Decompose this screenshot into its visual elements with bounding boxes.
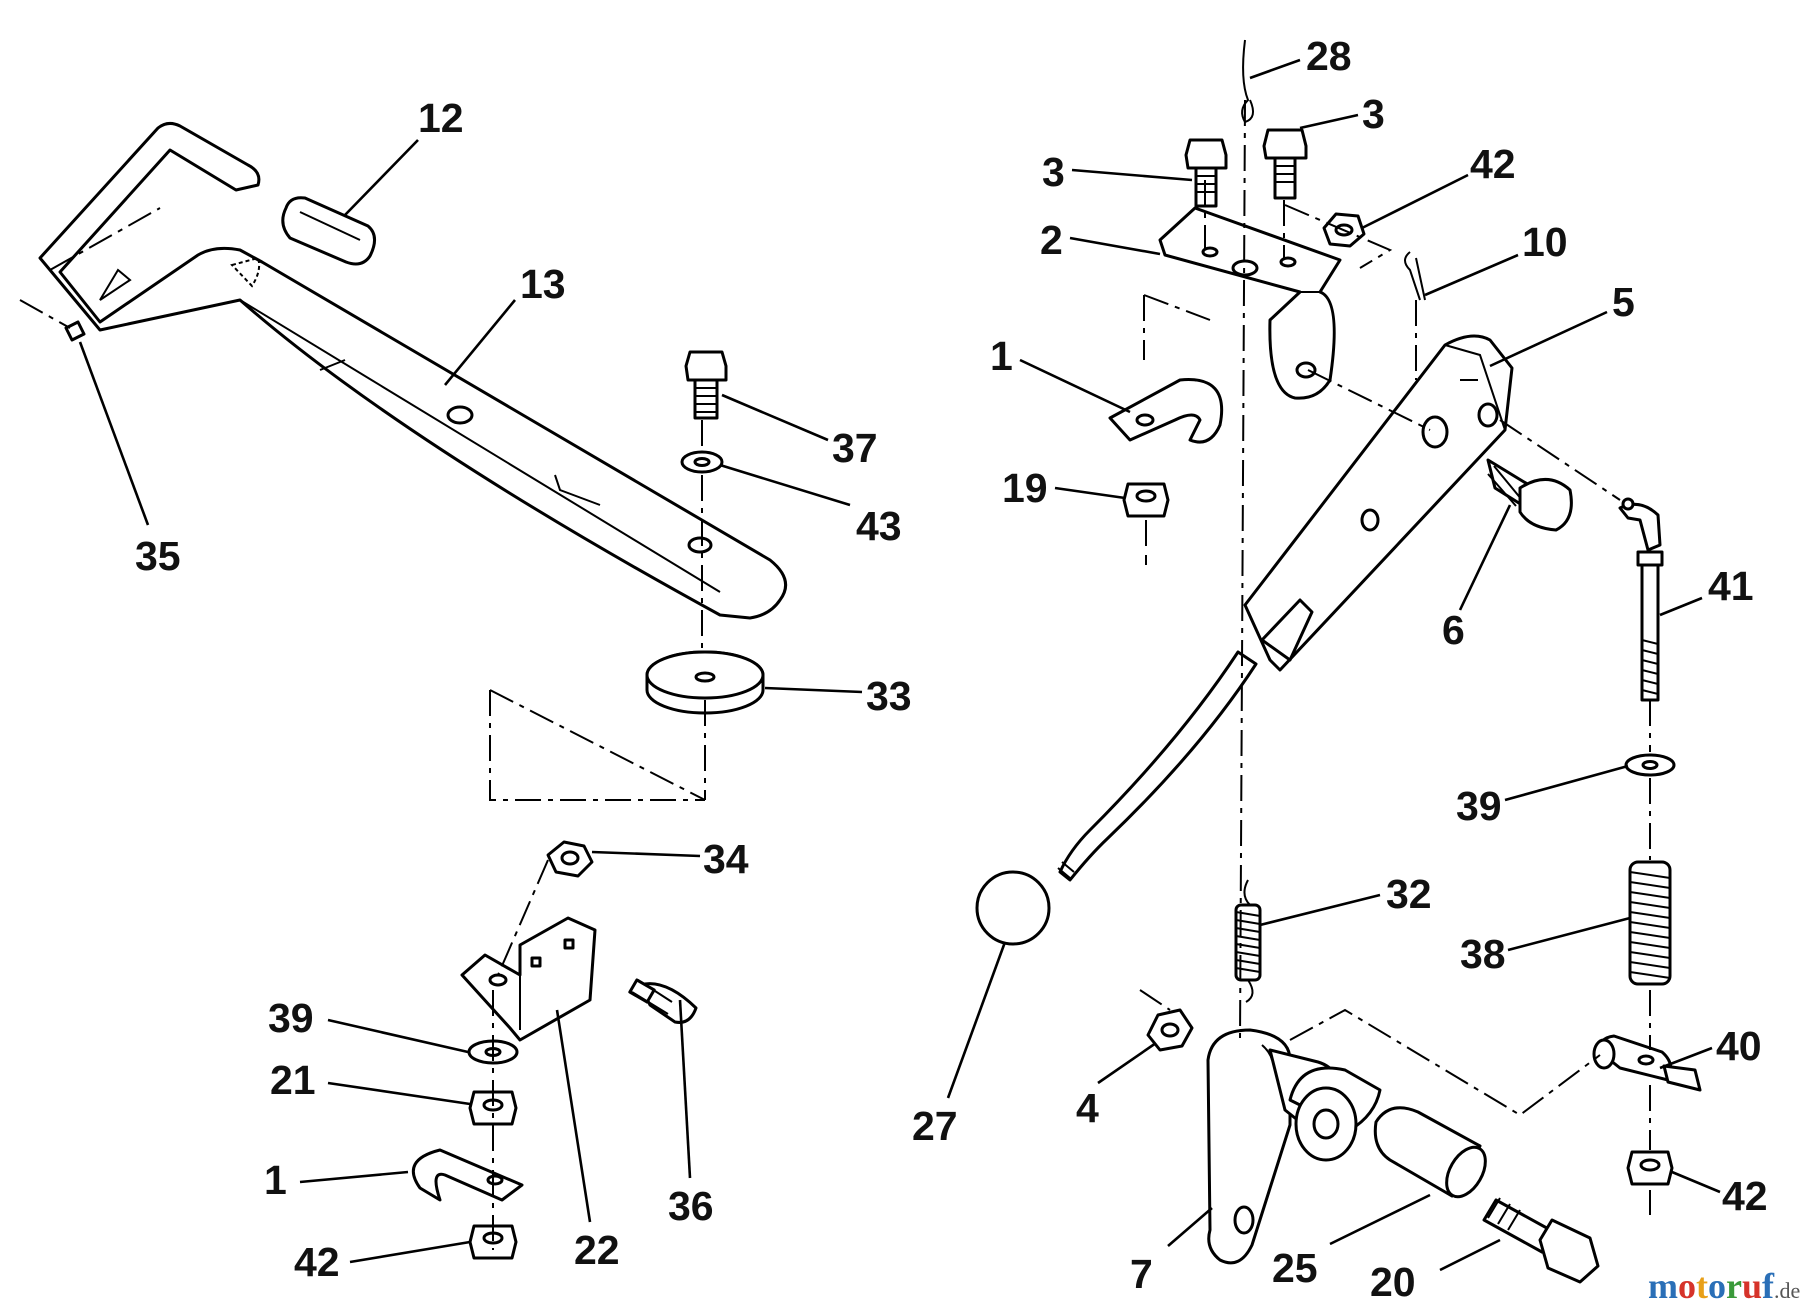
callout-labels: 12 13 35 37 43 33 34 39 21 1 42 22 36 28… (135, 33, 1768, 1305)
callout-40: 40 (1716, 1023, 1762, 1069)
part-25-tube (1288, 1066, 1487, 1199)
callout-22: 22 (574, 1227, 620, 1273)
part-5-shift-lever (1243, 334, 1514, 672)
part-10-cotter-pin (1404, 251, 1426, 301)
part-1-clip-left (411, 1148, 524, 1202)
callout-1-left: 1 (264, 1157, 287, 1203)
part-34-nut (546, 840, 594, 878)
callout-27: 27 (912, 1103, 958, 1149)
part-33-washer (645, 650, 765, 715)
callout-42-top: 42 (1470, 141, 1516, 187)
callout-43: 43 (856, 503, 902, 549)
callout-5: 5 (1612, 279, 1635, 325)
part-6-shoulder-bolt (1486, 458, 1573, 532)
callout-39-right: 39 (1456, 783, 1502, 829)
callout-20: 20 (1370, 1259, 1416, 1305)
part-37-bolt (684, 350, 728, 420)
callout-12: 12 (418, 95, 464, 141)
callout-7: 7 (1130, 1251, 1153, 1297)
callout-42-right: 42 (1722, 1173, 1768, 1219)
watermark-logo: motoruf.de (1648, 1266, 1800, 1306)
callout-38: 38 (1460, 931, 1506, 977)
part-22-bracket (460, 916, 597, 1042)
part-41-rod (1618, 497, 1664, 702)
callout-34: 34 (703, 836, 749, 882)
part-19-nut (1122, 482, 1170, 518)
callout-4: 4 (1076, 1085, 1099, 1131)
callout-21: 21 (270, 1057, 316, 1103)
callout-3-left: 3 (1042, 149, 1065, 195)
part-42-nut-right (1626, 1150, 1674, 1186)
part-12-grip (281, 196, 376, 266)
callout-10: 10 (1522, 219, 1568, 265)
callout-39-left: 39 (268, 995, 314, 1041)
callout-42-left: 42 (294, 1239, 340, 1285)
part-13-lever (38, 121, 788, 620)
callout-35: 35 (135, 533, 181, 579)
part-35-pin (64, 320, 86, 342)
part-38-spring (1628, 860, 1672, 986)
part-36-carriage-bolt (628, 978, 698, 1024)
callout-6: 6 (1442, 607, 1465, 653)
part-43-washer (680, 450, 724, 474)
callout-28: 28 (1306, 33, 1352, 79)
leader-lines (78, 58, 1721, 1272)
callout-3-right: 3 (1362, 91, 1385, 137)
part-28-cotter-pin (1241, 39, 1255, 124)
part-2-bracket (1158, 206, 1342, 400)
part-40-pivot (1592, 1034, 1702, 1092)
part-4-nut (1146, 1008, 1194, 1052)
callout-2: 2 (1040, 217, 1063, 263)
callout-37: 37 (832, 425, 878, 471)
callout-33: 33 (866, 673, 912, 719)
part-1-clip-right (1108, 378, 1224, 444)
part-32-spring (1234, 879, 1262, 1003)
callout-32: 32 (1386, 871, 1432, 917)
callout-25: 25 (1272, 1245, 1318, 1291)
part-27-shift-rod-knob (975, 650, 1258, 946)
callout-13: 13 (520, 261, 566, 307)
callout-36: 36 (668, 1183, 714, 1229)
part-20-bolt (1482, 1197, 1600, 1284)
part-3-bolt-right (1262, 128, 1308, 200)
callout-1-right: 1 (990, 333, 1013, 379)
callout-19: 19 (1002, 465, 1048, 511)
callout-41: 41 (1708, 563, 1754, 609)
part-39-washer-right (1624, 753, 1676, 777)
